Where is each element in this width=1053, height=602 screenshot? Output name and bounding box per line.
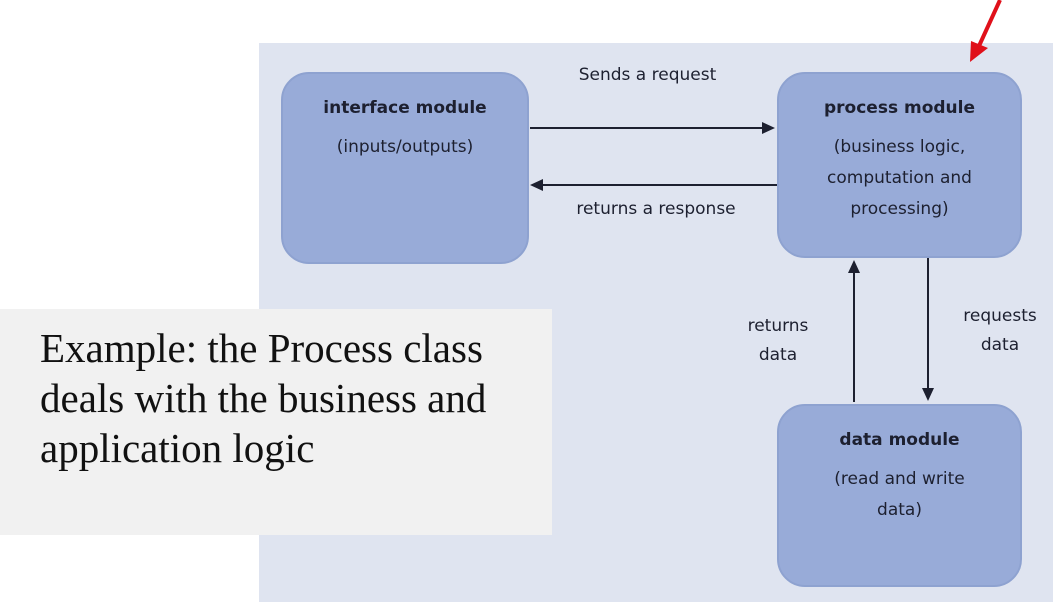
process-module-title: process module <box>823 98 976 118</box>
red-arrow-icon <box>970 0 1002 62</box>
data-module-title: data module <box>839 430 960 450</box>
request-arrow <box>530 122 775 134</box>
example-callout: Example: the Process class deals with th… <box>0 309 552 535</box>
interface-module-description: (inputs/outputs) <box>336 137 474 157</box>
returns-response-label: returns a response <box>576 199 736 219</box>
interface-module-title: interface module <box>323 98 487 118</box>
requests-data-label: requests data <box>963 306 1037 355</box>
requests-data-arrow <box>922 258 934 401</box>
returns-data-arrow <box>848 260 860 402</box>
sends-request-label: Sends a request <box>578 65 717 85</box>
response-arrow <box>530 179 777 191</box>
interface-module-box: interface module (inputs/outputs) <box>281 72 529 264</box>
example-text: Example: the Process class deals with th… <box>40 325 487 471</box>
returns-data-label: returns data <box>747 316 809 365</box>
data-module-description: (read and write data) <box>834 469 965 520</box>
process-module-description: (business logic, computation and process… <box>827 137 972 219</box>
data-module-box: data module (read and write data) <box>777 404 1022 587</box>
process-module-box: process module (business logic, computat… <box>777 72 1022 258</box>
